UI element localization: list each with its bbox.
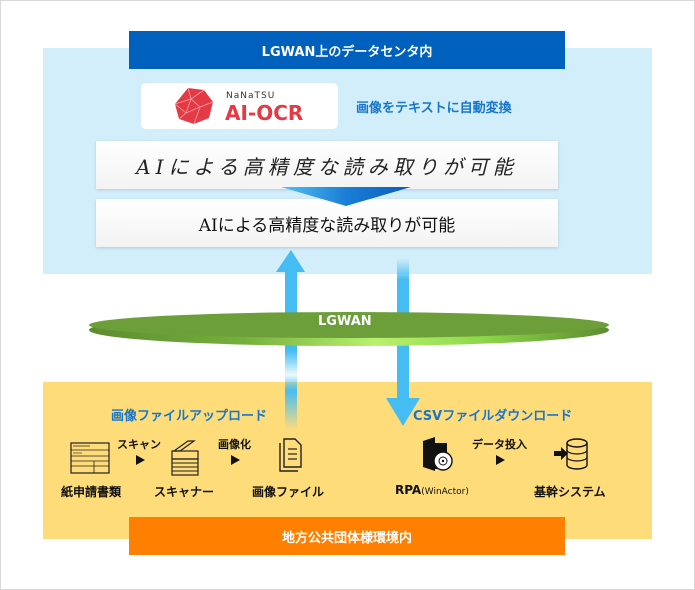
rpa-label: RPA(WinActor) <box>395 483 469 497</box>
lgwan-network-ring <box>89 312 609 346</box>
lgwan-label: LGWAN <box>318 314 372 329</box>
core-system-label: 基幹システム <box>534 485 606 499</box>
handwritten-sample-card: AIによる高精度な読み取りが可能 <box>96 141 558 189</box>
conversion-arrow-icon <box>281 187 411 206</box>
local-government-banner: 地方公共団体様環境内 <box>129 517 565 555</box>
rpa-software-icon <box>423 437 453 471</box>
scanner-icon <box>171 440 199 476</box>
printed-text: AIによる高精度な読み取りが可能 <box>198 215 456 236</box>
image-file-label: 画像ファイル <box>252 485 325 499</box>
database-icon <box>554 438 588 470</box>
step-data-input-label: データ投入 <box>472 438 527 451</box>
printed-result-card: AIによる高精度な読み取りが可能 <box>96 199 558 247</box>
rpa-label-main: RPA <box>395 483 422 497</box>
step-scan-label: スキャン <box>117 438 161 451</box>
play-arrow-icon <box>231 455 240 465</box>
local-government-title: 地方公共団体様環境内 <box>281 530 412 546</box>
scanner-label: スキャナー <box>154 485 215 499</box>
logo-brand-small: NaNaTSU <box>226 91 276 101</box>
product-tagline: 画像をテキストに自動変換 <box>356 101 512 116</box>
step-imaging-label: 画像化 <box>218 438 251 451</box>
rpa-label-suffix: (WinActor) <box>421 487 469 497</box>
ai-ocr-logo: NaNaTSU AI-OCR <box>141 83 338 129</box>
play-arrow-icon <box>136 455 145 465</box>
paper-form-icon <box>70 442 110 474</box>
play-arrow-icon <box>496 455 505 465</box>
upload-flow-title: 画像ファイルアップロード <box>111 409 268 424</box>
handwritten-text: AIによる高精度な読み取りが可能 <box>136 154 518 179</box>
logo-brand-main: AI-OCR <box>225 101 304 125</box>
gem-logo-icon <box>174 87 214 125</box>
image-file-icon <box>279 438 302 472</box>
datacenter-title: LGWAN上のデータセンタ内 <box>261 44 433 60</box>
upload-arrow-icon <box>276 250 305 430</box>
datacenter-banner: LGWAN上のデータセンタ内 <box>129 31 565 69</box>
download-flow-title: CSVファイルダウンロード <box>413 409 573 424</box>
paper-form-label: 紙申請書類 <box>61 485 122 499</box>
